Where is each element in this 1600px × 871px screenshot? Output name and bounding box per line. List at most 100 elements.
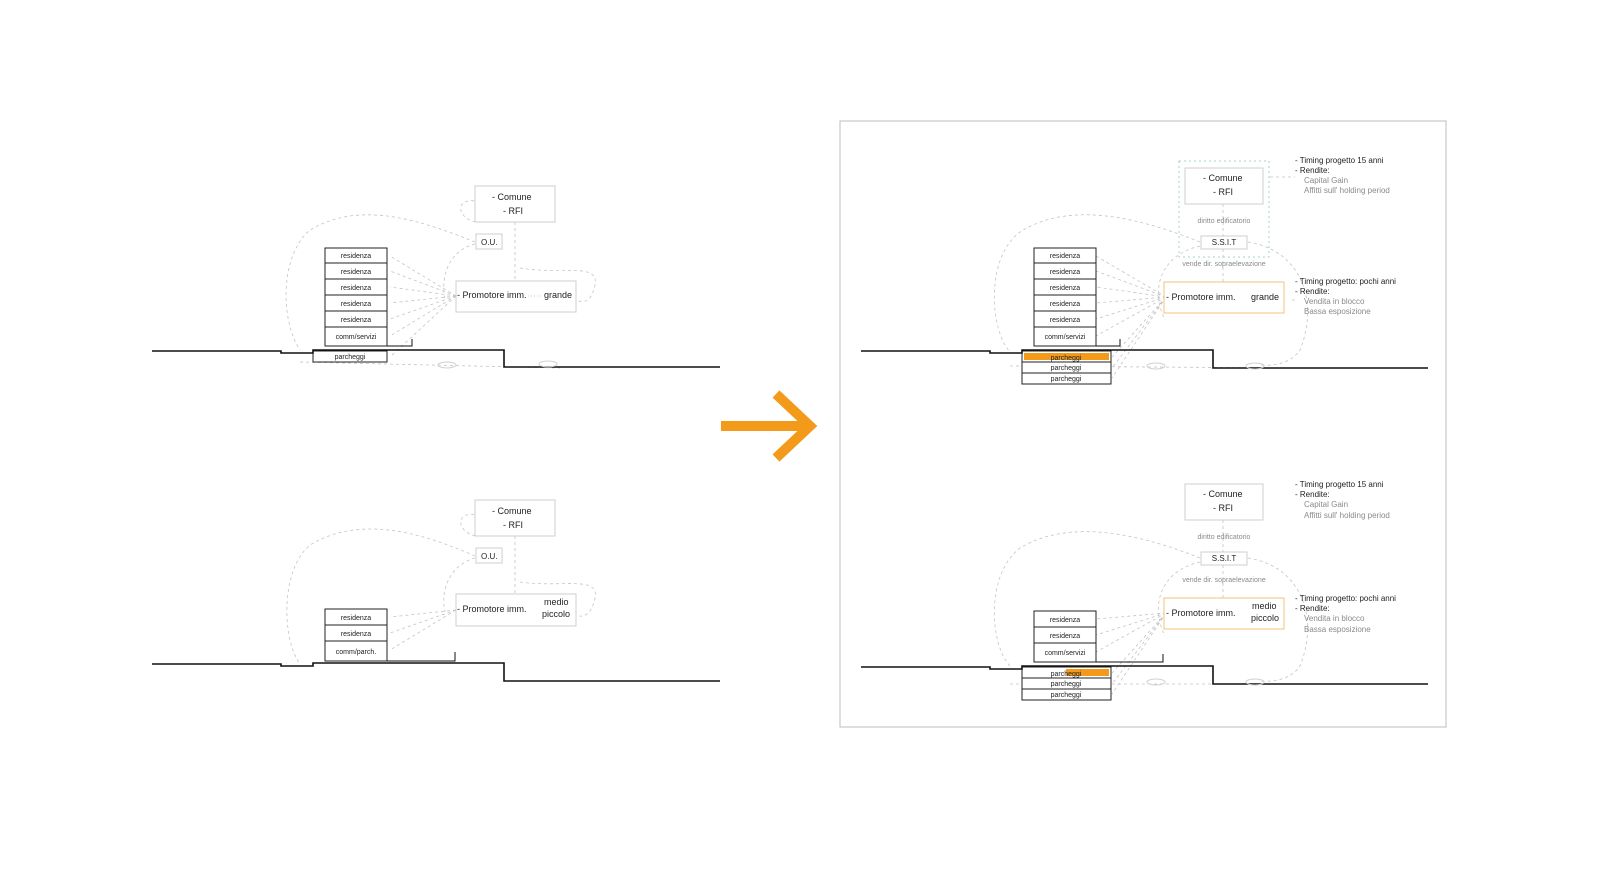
scale-label: grande — [544, 290, 572, 300]
floor-label: residenza — [341, 301, 371, 308]
promoter-label: - Promotore imm. — [457, 290, 527, 300]
flow-rays — [1095, 255, 1167, 379]
floor-label: comm/servizi — [336, 334, 377, 341]
ou-label: O.U. — [481, 552, 497, 561]
floor-label: comm/servizi — [1045, 650, 1086, 657]
note-timing: - Timing progetto: pochi anni — [1295, 277, 1396, 286]
authority-line: - Comune — [492, 192, 532, 202]
ou-box — [475, 547, 503, 564]
floor-label: residenza — [341, 285, 371, 292]
flow-curve — [993, 214, 1201, 353]
flow-curve — [443, 557, 476, 613]
parking-label: parcheggi — [1051, 376, 1082, 383]
note-rendite: - Rendite: — [1295, 287, 1330, 296]
right-label: diritto edificatorio — [1198, 534, 1251, 541]
notes-short-term: - Timing progetto: pochi anni - Rendite:… — [1295, 277, 1396, 316]
podium-outline — [1096, 654, 1164, 663]
flow-curve — [519, 581, 596, 617]
scale-label: grande — [1251, 292, 1279, 302]
parking-highlight — [1024, 353, 1109, 360]
parking-highlight — [1066, 669, 1109, 676]
floor-label: residenza — [341, 631, 371, 638]
authority-line: - Comune — [1203, 489, 1243, 499]
floor-label: residenza — [1050, 253, 1080, 260]
promoter-box — [455, 593, 577, 627]
promoter-box — [1163, 597, 1285, 630]
flow-curve — [285, 214, 476, 351]
floor-label: comm/parch. — [336, 649, 377, 656]
parking-box — [1021, 372, 1112, 385]
ground-section — [861, 349, 1428, 369]
authority-box — [1184, 483, 1264, 521]
flow-curve — [286, 528, 476, 665]
authority-line: - RFI — [503, 206, 523, 216]
flow-rays — [1095, 612, 1167, 695]
promoter-box — [1163, 281, 1285, 314]
flow-curve — [460, 514, 481, 537]
promoter-label: - Promotore imm. — [457, 604, 527, 614]
floor-label: comm/servizi — [1045, 334, 1086, 341]
note-timing: - Timing progetto 15 anni — [1295, 480, 1384, 489]
authority-line: - RFI — [1213, 503, 1233, 513]
car-icon — [437, 361, 457, 369]
ground-section — [861, 665, 1428, 685]
scale-label: piccolo — [542, 609, 570, 619]
note-item: Capital Gain — [1304, 176, 1348, 185]
right-top-diagram: - Comune - RFI diritto edificatorio S.S.… — [861, 156, 1428, 385]
car-icon — [1245, 678, 1265, 686]
car-icon — [538, 360, 558, 368]
promoter-box — [455, 280, 577, 313]
ou-box — [475, 233, 503, 250]
authority-line: - Comune — [492, 506, 532, 516]
note-timing: - Timing progetto: pochi anni — [1295, 594, 1396, 603]
parking-label: parcheggi — [1051, 355, 1082, 362]
podium-outline — [387, 652, 456, 662]
flow-rays — [389, 609, 457, 651]
authority-line: - Comune — [1203, 173, 1243, 183]
scale-label: medio — [544, 597, 569, 607]
car-icon — [1146, 678, 1166, 686]
promoter-label: - Promotore imm. — [1166, 292, 1236, 302]
parking-label: parcheggi — [1051, 365, 1082, 372]
note-item: Affitti sull' holding period — [1304, 186, 1390, 195]
floor-label: residenza — [1050, 285, 1080, 292]
podium-outline — [1096, 339, 1121, 347]
ssit-box — [1200, 551, 1248, 566]
scale-label: medio — [1252, 601, 1277, 611]
left-top-diagram: - Comune - RFI O.U. - Promotore imm. gra… — [152, 185, 720, 369]
ssit-label: S.S.I.T — [1212, 238, 1237, 247]
floor-box — [1033, 326, 1097, 347]
parking-stack: parcheggi parcheggi parcheggi — [1021, 350, 1112, 385]
authority-line: - RFI — [503, 520, 523, 530]
sale-label: vende dir. sopraelevazione — [1182, 577, 1265, 584]
note-item: Bassa esposizione — [1304, 307, 1371, 316]
floor-label: residenza — [341, 269, 371, 276]
flow-curve — [1247, 557, 1308, 682]
flow-curve — [1158, 561, 1201, 637]
scenario-panel — [839, 120, 1447, 728]
floor-label: residenza — [1050, 269, 1080, 276]
ssit-box — [1200, 235, 1248, 250]
floor-label: residenza — [341, 615, 371, 622]
authority-box — [474, 185, 556, 223]
building-stack: residenza residenza comm/servizi — [1033, 610, 1097, 663]
floor-label: residenza — [1050, 317, 1080, 324]
note-rendite: - Rendite: — [1295, 604, 1330, 613]
flow-curve — [1247, 241, 1308, 366]
authority-line: - RFI — [1213, 187, 1233, 197]
note-item: Vendita in blocco — [1304, 297, 1365, 306]
authority-box — [1184, 167, 1264, 205]
podium-outline — [387, 339, 413, 347]
building-stack: residenza residenza residenza residenza … — [1033, 247, 1097, 347]
note-item: Affitti sull' holding period — [1304, 511, 1390, 520]
notes-short-term: - Timing progetto: pochi anni - Rendite:… — [1295, 594, 1396, 634]
floor-box — [324, 640, 388, 662]
note-item: Bassa esposizione — [1304, 625, 1371, 634]
scale-label: piccolo — [1251, 613, 1279, 623]
parking-label: parcheggi — [1051, 671, 1082, 678]
right-bottom-diagram: - Comune - RFI diritto edificatorio S.S.… — [861, 480, 1428, 701]
parking-stack: parcheggi parcheggi parcheggi — [1021, 666, 1112, 701]
notes-long-term: - Timing progetto 15 anni - Rendite: Cap… — [1295, 156, 1390, 195]
ssit-label: S.S.I.T — [1212, 554, 1237, 563]
